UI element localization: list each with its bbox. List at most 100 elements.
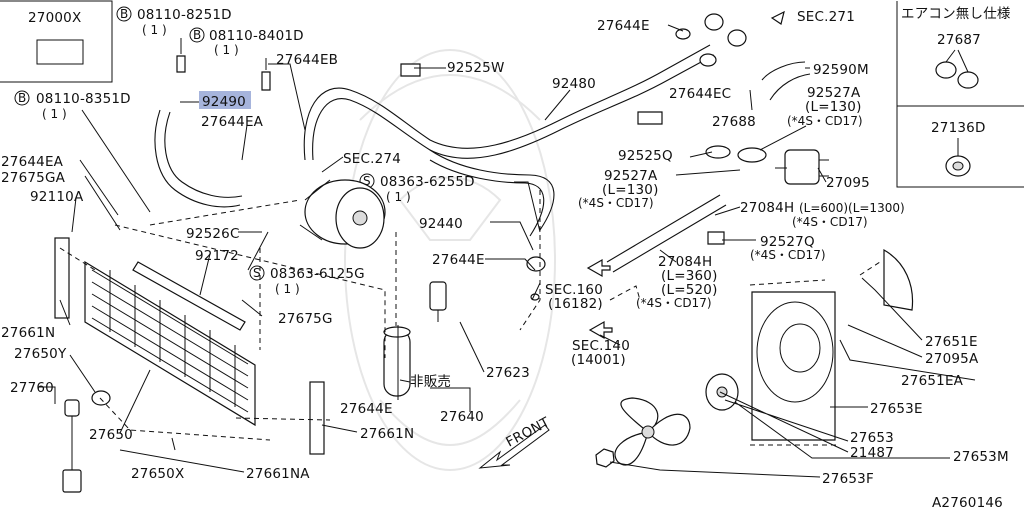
plug-27687-b [957, 71, 979, 89]
plug-27687-a [935, 61, 957, 79]
label-27653f: 27653F [822, 471, 874, 487]
label-27084h-top-spec1: (L=600)(L=1300) [799, 201, 905, 215]
sensor-27760 [62, 399, 82, 493]
part-labels: 27644EB 92525W 27644E SEC.271 92480 9249… [1, 9, 1009, 511]
svg-text:S: S [253, 266, 261, 280]
svg-text:( 1 ): ( 1 ) [386, 190, 411, 204]
bracket-27661n-left [54, 237, 70, 319]
svg-text:08363-6255D: 08363-6255D [380, 174, 475, 190]
label-27640: 27640 [440, 409, 484, 425]
label-92527a-mid: 92527A [604, 168, 658, 184]
pressure-switch-27623 [429, 281, 447, 322]
label-27084h-top: 27084H [740, 200, 794, 216]
label-sec274: SEC.274 [343, 151, 401, 167]
label-92527a-top-spec1: (L=130) [805, 99, 862, 115]
label-92525w: 92525W [447, 60, 505, 76]
inset-box-no-aircon: エアコン無し仕様 27687 27136D [896, 1, 1024, 188]
bolt-callout-08110-8251d: B 08110-8251D ( 1 ) [116, 6, 232, 73]
condenser-27650 [84, 260, 256, 427]
label-27000x: 27000X [28, 10, 81, 26]
cushion-27650y [91, 390, 111, 406]
label-27650x: 27650X [131, 466, 184, 482]
label-27084h-mid-spec3: (*4S・CD17) [636, 296, 712, 310]
label-92527a-mid-spec2: (*4S・CD17) [578, 196, 654, 210]
label-27661n-left: 27661N [1, 325, 55, 341]
label-92525q: 92525Q [618, 148, 673, 164]
label-27661na: 27661NA [246, 466, 310, 482]
label-92526c: 92526C [186, 226, 240, 242]
inset-box-27000x: 27000X [0, 0, 113, 83]
arrow-sec271-icon [770, 10, 785, 25]
label-no-aircon-spec: エアコン無し仕様 [901, 6, 1011, 22]
label-27084h-mid-spec2: (L=520) [661, 282, 718, 298]
fan-motor-27653 [705, 373, 739, 411]
label-27095: 27095 [826, 175, 870, 191]
guard-27651e [883, 248, 914, 311]
bolt-callout-08110-8351d: B 08110-8351D ( 1 ) [14, 90, 151, 213]
pipe-92490 [154, 109, 243, 208]
label-sec140-sub: (14001) [571, 352, 626, 368]
label-27675g: 27675G [278, 311, 333, 327]
svg-text:B: B [18, 91, 26, 105]
label-27084h-top-spec2: (*4S・CD17) [792, 215, 868, 229]
label-27650: 27650 [89, 427, 133, 443]
assembly-dashes [59, 190, 881, 446]
svg-text:( 1 ): ( 1 ) [214, 43, 239, 57]
fan-blade-27653f [614, 397, 691, 466]
receiver-drier-27640 [383, 326, 411, 397]
bracket-27661n-right [309, 381, 325, 455]
label-21487: 21487 [850, 445, 894, 461]
label-27651ea: 27651EA [901, 373, 964, 389]
label-27675ga: 27675GA [1, 170, 66, 186]
label-not-for-sale: 非販売 [410, 374, 451, 390]
label-92110a: 92110A [30, 189, 84, 205]
label-27653m: 27653M [953, 449, 1009, 465]
label-92527a-mid-spec1: (L=130) [602, 182, 659, 198]
label-27084h-mid-spec1: (L=360) [661, 268, 718, 284]
svg-text:08110-8251D: 08110-8251D [137, 7, 232, 23]
label-sec140: SEC.140 [572, 338, 630, 354]
label-27095a: 27095A [925, 351, 979, 367]
label-sec160-sub: (16182) [548, 296, 603, 312]
bolt-callout-08110-8401d: B 08110-8401D ( 1 ) [189, 27, 304, 91]
label-92527q: 92527Q [760, 234, 815, 250]
leader-lines [38, 24, 976, 478]
bolt-callout-08363-6255d: S 08363-6255D ( 1 ) [359, 173, 541, 233]
label-92527a-top: 92527A [807, 85, 861, 101]
label-27688: 27688 [712, 114, 756, 130]
label-27760: 27760 [10, 380, 54, 396]
label-92590m: 92590M [813, 62, 869, 78]
diagram-code: A2760146 [932, 495, 1003, 511]
watermark-emblem [344, 49, 556, 471]
label-27644e-top: 27644E [597, 18, 650, 34]
label-92440: 92440 [419, 216, 463, 232]
label-92172: 92172 [195, 248, 239, 264]
bracket-92172 [132, 261, 246, 331]
label-27644e-bottom: 27644E [340, 401, 393, 417]
svg-text:B: B [120, 7, 128, 21]
label-27650y: 27650Y [14, 346, 67, 362]
label-27644eb: 27644EB [276, 52, 338, 68]
label-27687: 27687 [937, 32, 981, 48]
label-27084h-mid: 27084H [658, 254, 712, 270]
fan-shroud-27653e [751, 291, 836, 441]
label-92480: 92480 [552, 76, 596, 92]
label-sec271: SEC.271 [797, 9, 855, 25]
label-sec160: SEC.160 [545, 282, 603, 298]
label-27644ec: 27644EC [669, 86, 731, 102]
label-27136d: 27136D [931, 120, 986, 136]
svg-text:( 1 ): ( 1 ) [142, 23, 167, 37]
fan-nut-27653f [595, 448, 615, 468]
label-92490: 92490 [202, 94, 246, 110]
highlight-92490 [199, 91, 251, 109]
bolt-icon [176, 55, 186, 73]
label-27661n-right: 27661N [360, 426, 414, 442]
hose-92590m [761, 61, 811, 101]
svg-text:S: S [363, 174, 371, 188]
label-27644ea-left: 27644EA [1, 154, 64, 170]
hose-27084h [606, 194, 727, 273]
arrow-front-icon [478, 424, 550, 469]
label-92527a-top-spec2: (*4S・CD17) [787, 114, 863, 128]
label-27653e: 27653E [870, 401, 923, 417]
